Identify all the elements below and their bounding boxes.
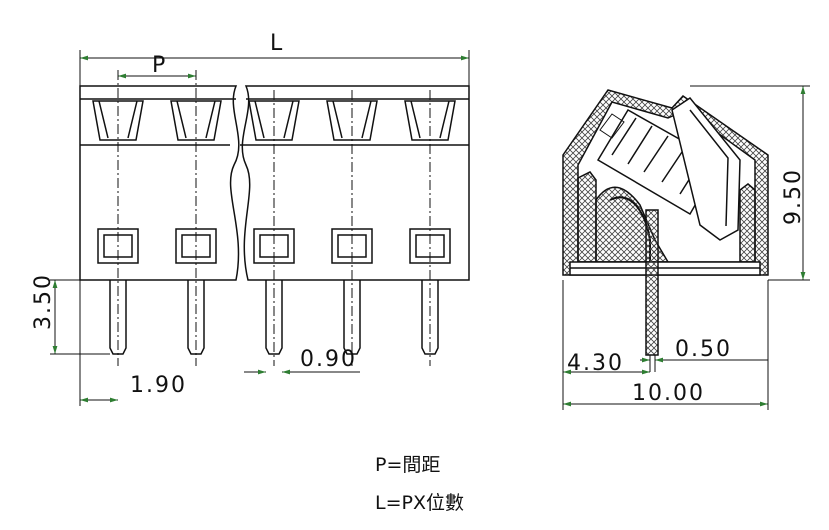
dim-side-height-label: 9.50 xyxy=(781,168,806,225)
center-lines xyxy=(117,70,431,366)
front-view xyxy=(50,50,470,406)
housing-right xyxy=(241,85,470,281)
dim-side-width-label: 10.00 xyxy=(632,381,705,406)
note-length: L=PX位數 xyxy=(375,492,464,514)
dim-L-label: L xyxy=(270,31,284,56)
side-view xyxy=(562,85,810,410)
dim-offset-label: 1.90 xyxy=(130,373,187,398)
dim-pin-width-label: 0.90 xyxy=(300,347,357,372)
dim-P-label: P xyxy=(152,53,167,78)
dim-side-left-label: 4.30 xyxy=(567,351,624,376)
dimension-lines xyxy=(52,55,469,403)
wire-openings xyxy=(92,100,456,141)
note-pitch: P=間距 xyxy=(375,454,441,476)
dim-pin-height-label: 3.50 xyxy=(31,273,56,330)
housing-left xyxy=(79,85,240,281)
dim-side-pin-label: 0.50 xyxy=(675,337,732,362)
